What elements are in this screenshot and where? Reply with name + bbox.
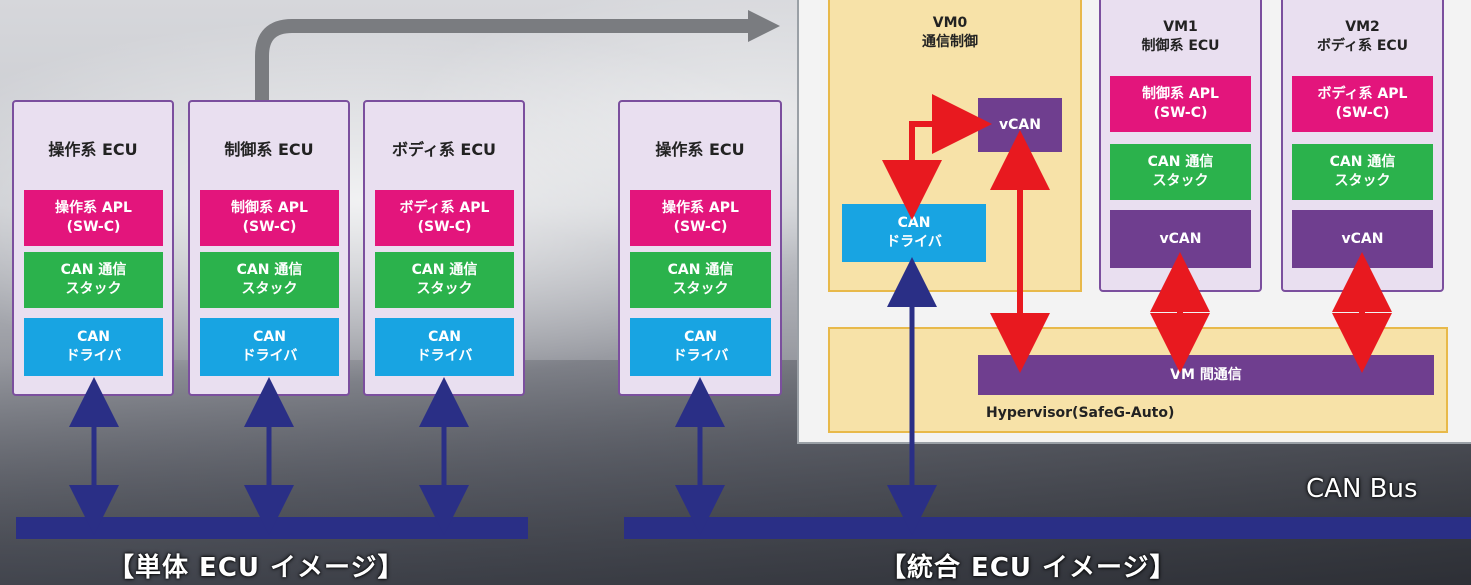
vm-name: VM1 [1163, 19, 1198, 35]
stack-sublabel: スタック [416, 281, 473, 297]
ecu-title: 制御系 ECU [224, 140, 314, 159]
ecu-title: 操作系 ECU [48, 140, 138, 159]
apl-sublabel: (SW-C) [242, 219, 297, 235]
stack-sublabel: スタック [1152, 173, 1209, 189]
driver-sublabel: ドライバ [65, 348, 122, 364]
hypervisor-label: Hypervisor(SafeG-Auto) [986, 405, 1175, 421]
can-stack-block: CAN 通信 スタック [200, 252, 339, 308]
driver-sublabel: ドライバ [416, 348, 473, 364]
driver-label: CAN [684, 329, 717, 346]
apl-sublabel: (SW-C) [1153, 105, 1208, 121]
apl-label: ボディ系 APL [399, 200, 490, 217]
can-driver-block: CAN ドライバ [24, 318, 163, 376]
apl-block: 操作系 APL (SW-C) [630, 190, 771, 246]
vm-role: 制御系 ECU [1141, 37, 1220, 54]
ecu-card-control: 制御系 ECU 制御系 APL (SW-C) CAN 通信 スタック CAN ド… [188, 100, 350, 396]
vm2-title: VM2 ボディ系 ECU [1283, 18, 1442, 56]
driver-sublabel: ドライバ [241, 348, 298, 364]
stack-label: CAN 通信 [236, 262, 303, 279]
apl-block: ボディ系 APL (SW-C) [1292, 76, 1433, 132]
apl-label: 操作系 APL [55, 200, 132, 217]
apl-sublabel: (SW-C) [66, 219, 121, 235]
migration-arrow-head [748, 10, 780, 42]
ecu-card-operation-integrated: 操作系 ECU 操作系 APL (SW-C) CAN 通信 スタック CAN ド… [618, 100, 782, 396]
vm-name: VM2 [1345, 19, 1380, 35]
driver-label: CAN [428, 329, 461, 346]
driver-sublabel: ドライバ [886, 234, 942, 250]
can-stack-block: CAN 通信 スタック [1292, 144, 1433, 200]
driver-label: CAN [77, 329, 110, 346]
vm-name: VM0 [932, 15, 968, 31]
vm1-title: VM1 制御系 ECU [1101, 18, 1260, 56]
caption-single-ecu: 【単体 ECU イメージ】 [108, 553, 405, 583]
can-stack-block: CAN 通信 スタック [630, 252, 771, 308]
ecu-title: ボディ系 ECU [391, 140, 497, 159]
can-driver-block: CAN ドライバ [375, 318, 514, 376]
can-bus-label: CAN Bus [1306, 474, 1418, 504]
can-driver-block: CAN ドライバ [630, 318, 771, 376]
stack-sublabel: スタック [241, 281, 298, 297]
apl-block: 制御系 APL (SW-C) [1110, 76, 1251, 132]
apl-label: ボディ系 APL [1317, 86, 1408, 103]
apl-label: 操作系 APL [662, 200, 739, 217]
can-driver-block: CAN ドライバ [200, 318, 339, 376]
vm1-card: VM1 制御系 ECU 制御系 APL (SW-C) CAN 通信 スタック v… [1099, 0, 1262, 292]
vm2-card: VM2 ボディ系 ECU ボディ系 APL (SW-C) CAN 通信 スタック… [1281, 0, 1444, 292]
stack-label: CAN 通信 [667, 262, 734, 279]
driver-sublabel: ドライバ [672, 348, 729, 364]
apl-sublabel: (SW-C) [1335, 105, 1390, 121]
apl-sublabel: (SW-C) [673, 219, 728, 235]
can-stack-block: CAN 通信 スタック [24, 252, 163, 308]
apl-block: 制御系 APL (SW-C) [200, 190, 339, 246]
driver-vcan-arrow [882, 94, 992, 220]
stack-sublabel: スタック [1334, 173, 1391, 189]
stack-label: CAN 通信 [411, 262, 478, 279]
can-stack-block: CAN 通信 スタック [375, 252, 514, 308]
ecu-card-operation: 操作系 ECU 操作系 APL (SW-C) CAN 通信 スタック CAN ド… [12, 100, 174, 396]
ecu-title: 操作系 ECU [655, 140, 745, 159]
apl-sublabel: (SW-C) [417, 219, 472, 235]
vm0-title: VM0 通信制御 [900, 14, 1000, 52]
apl-label: 制御系 APL [231, 200, 308, 217]
driver-label: CAN [253, 329, 286, 346]
vm-role: 通信制御 [922, 33, 978, 50]
ecu-card-body: ボディ系 ECU ボディ系 APL (SW-C) CAN 通信 スタック CAN… [363, 100, 525, 396]
caption-integrated-ecu: 【統合 ECU イメージ】 [880, 553, 1177, 583]
apl-block: 操作系 APL (SW-C) [24, 190, 163, 246]
stack-label: CAN 通信 [1329, 154, 1396, 171]
apl-block: ボディ系 APL (SW-C) [375, 190, 514, 246]
migration-arrow [255, 19, 752, 100]
stack-sublabel: スタック [672, 281, 729, 297]
can-bus-integrated [624, 517, 1471, 539]
can-stack-block: CAN 通信 スタック [1110, 144, 1251, 200]
stack-label: CAN 通信 [1147, 154, 1214, 171]
stack-label: CAN 通信 [60, 262, 127, 279]
stack-sublabel: スタック [65, 281, 122, 297]
apl-label: 制御系 APL [1142, 86, 1219, 103]
vm-role: ボディ系 ECU [1316, 37, 1409, 54]
